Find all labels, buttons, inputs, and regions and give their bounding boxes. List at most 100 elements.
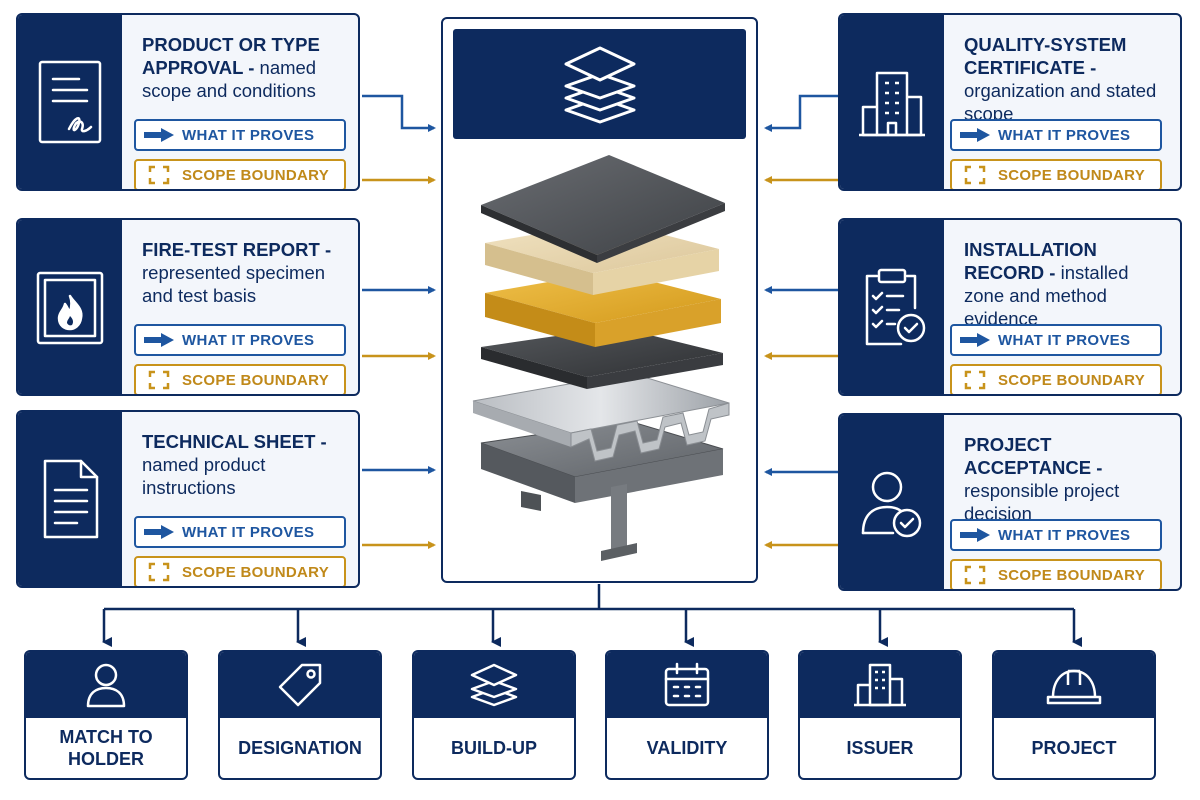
scope-label: SCOPE BOUNDARY bbox=[182, 563, 329, 581]
card-description: organization and stated scope bbox=[964, 80, 1157, 124]
building-icon bbox=[854, 663, 906, 707]
card-title: FIRE-TEST REPORT - represented specimen … bbox=[142, 238, 348, 307]
exploded-build-up-illustration bbox=[472, 155, 730, 561]
scope-boundary-tag: SCOPE BOUNDARY bbox=[950, 159, 1162, 189]
card-title: PRODUCT OR TYPE APPROVAL - named scope a… bbox=[142, 33, 348, 102]
card-heading: PROJECT ACCEPTANCE - bbox=[964, 434, 1103, 478]
card-icon-strip bbox=[840, 15, 944, 189]
card-technical-sheet: TECHNICAL SHEET - named product instruct… bbox=[16, 410, 360, 588]
card-heading: FIRE-TEST REPORT - bbox=[142, 239, 332, 260]
bracket-frame-icon bbox=[148, 165, 170, 185]
what-it-proves-tag: WHAT IT PROVES bbox=[950, 324, 1162, 356]
scope-label: SCOPE BOUNDARY bbox=[998, 371, 1145, 389]
build-up-panel bbox=[441, 17, 758, 583]
card-icon-strip bbox=[18, 220, 122, 394]
check-icon-header bbox=[607, 652, 767, 718]
scope-label: SCOPE BOUNDARY bbox=[998, 566, 1145, 584]
card-icon-strip bbox=[840, 415, 944, 589]
check-icon-header bbox=[994, 652, 1154, 718]
profiled-sheet-layer bbox=[472, 372, 730, 462]
what-it-proves-tag: WHAT IT PROVES bbox=[950, 119, 1162, 151]
layers-icon bbox=[470, 663, 518, 707]
card-fire-test-report: FIRE-TEST REPORT - represented specimen … bbox=[16, 218, 360, 396]
check-validity: VALIDITY bbox=[605, 650, 769, 780]
proves-label: WHAT IT PROVES bbox=[182, 126, 315, 144]
check-label: DESIGNATION bbox=[238, 738, 362, 758]
card-title: TECHNICAL SHEET - named product instruct… bbox=[142, 430, 348, 499]
hard-hat-icon bbox=[1046, 669, 1102, 705]
connector-proves bbox=[362, 94, 436, 132]
vapour-control-layer bbox=[481, 327, 723, 389]
check-label: MATCH TO HOLDER bbox=[59, 727, 153, 769]
card-icon-strip bbox=[18, 15, 122, 189]
check-icon-header bbox=[800, 652, 960, 718]
signed-document-icon bbox=[38, 60, 102, 144]
card-project-acceptance: PROJECT ACCEPTANCE - responsible project… bbox=[838, 413, 1182, 591]
card-icon-strip bbox=[840, 220, 944, 394]
check-label: PROJECT bbox=[1031, 738, 1117, 758]
proves-label: WHAT IT PROVES bbox=[998, 126, 1131, 144]
connector-proves bbox=[764, 94, 838, 132]
check-designation: DESIGNATION bbox=[218, 650, 382, 780]
bracket-frame-icon bbox=[964, 165, 986, 185]
card-installation-record: INSTALLATION RECORD - installed zone and… bbox=[838, 218, 1182, 396]
check-match-to-holder: MATCH TO HOLDER bbox=[24, 650, 188, 780]
user-check-icon bbox=[861, 471, 922, 538]
card-title: PROJECT ACCEPTANCE - responsible project… bbox=[964, 433, 1170, 525]
arrow-right-icon bbox=[960, 528, 990, 542]
check-icon-header bbox=[414, 652, 574, 718]
card-title: QUALITY-SYSTEM CERTIFICATE - organizatio… bbox=[964, 33, 1170, 125]
card-product-approval: PRODUCT OR TYPE APPROVAL - named scope a… bbox=[16, 13, 360, 191]
bracket-frame-icon bbox=[148, 370, 170, 390]
card-description: responsible project decision bbox=[964, 480, 1120, 524]
scope-boundary-tag: SCOPE BOUNDARY bbox=[950, 364, 1162, 394]
check-icon-header bbox=[220, 652, 380, 718]
check-label: VALIDITY bbox=[646, 738, 728, 758]
card-quality-system-certificate: QUALITY-SYSTEM CERTIFICATE - organizatio… bbox=[838, 13, 1182, 191]
person-icon bbox=[86, 663, 126, 708]
bracket-frame-icon bbox=[964, 565, 986, 585]
scope-label: SCOPE BOUNDARY bbox=[182, 371, 329, 389]
proves-label: WHAT IT PROVES bbox=[998, 331, 1131, 349]
what-it-proves-tag: WHAT IT PROVES bbox=[134, 119, 346, 151]
card-heading: PRODUCT OR TYPE APPROVAL - bbox=[142, 34, 320, 78]
arrow-right-icon bbox=[960, 128, 990, 142]
building-icon bbox=[859, 71, 925, 137]
scope-label: SCOPE BOUNDARY bbox=[182, 166, 329, 184]
fire-test-icon bbox=[36, 271, 104, 345]
scope-boundary-tag: SCOPE BOUNDARY bbox=[950, 559, 1162, 589]
arrow-right-icon bbox=[960, 333, 990, 347]
check-issuer: ISSUER bbox=[798, 650, 962, 780]
what-it-proves-tag: WHAT IT PROVES bbox=[134, 516, 346, 548]
proves-label: WHAT IT PROVES bbox=[182, 523, 315, 541]
scope-boundary-tag: SCOPE BOUNDARY bbox=[134, 364, 346, 394]
scope-label: SCOPE BOUNDARY bbox=[998, 166, 1145, 184]
check-label: ISSUER bbox=[846, 738, 914, 758]
card-heading: QUALITY-SYSTEM CERTIFICATE - bbox=[964, 34, 1127, 78]
scope-boundary-tag: SCOPE BOUNDARY bbox=[134, 159, 346, 189]
insulation-layer bbox=[485, 271, 721, 347]
arrow-right-icon bbox=[144, 128, 174, 142]
card-description: represented specimen and test basis bbox=[142, 262, 326, 306]
checklist-clipboard-icon bbox=[865, 268, 926, 346]
check-icon-header bbox=[26, 652, 186, 718]
document-icon bbox=[43, 459, 99, 539]
proves-label: WHAT IT PROVES bbox=[998, 526, 1131, 544]
bracket-frame-icon bbox=[964, 370, 986, 390]
card-title: INSTALLATION RECORD - installed zone and… bbox=[964, 238, 1170, 330]
arrow-right-icon bbox=[144, 333, 174, 347]
build-up-header bbox=[453, 29, 746, 139]
tag-icon bbox=[278, 663, 322, 707]
stacked-layers-icon bbox=[564, 46, 635, 124]
card-heading: TECHNICAL SHEET - bbox=[142, 431, 327, 452]
card-icon-strip bbox=[18, 412, 122, 586]
check-build-up: BUILD-UP bbox=[412, 650, 576, 780]
card-description: named scope and conditions bbox=[142, 57, 317, 101]
arrow-right-icon bbox=[144, 525, 174, 539]
check-label: BUILD-UP bbox=[451, 738, 537, 758]
bracket-frame-icon bbox=[148, 562, 170, 582]
top-membrane-layer bbox=[481, 155, 725, 263]
what-it-proves-tag: WHAT IT PROVES bbox=[950, 519, 1162, 551]
check-project: PROJECT bbox=[992, 650, 1156, 780]
scope-boundary-tag: SCOPE BOUNDARY bbox=[134, 556, 346, 586]
